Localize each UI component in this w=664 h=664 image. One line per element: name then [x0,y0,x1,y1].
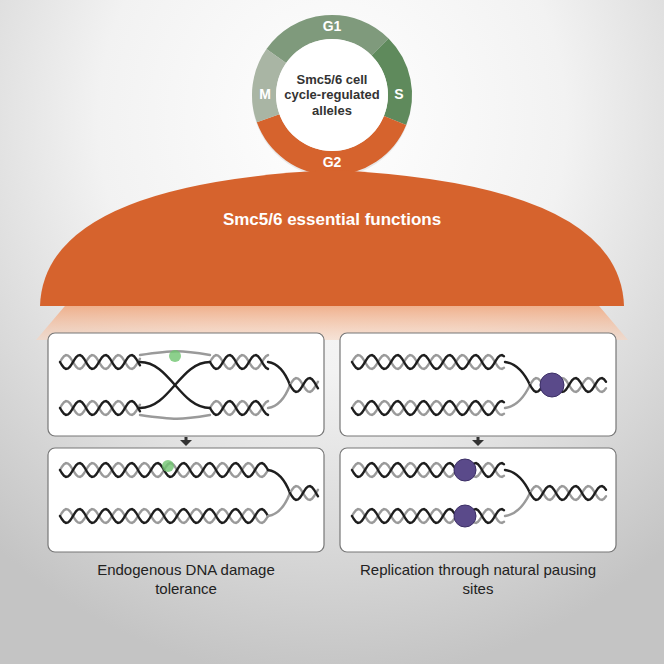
dna-strand [60,355,140,369]
lesion [162,460,174,472]
dna-strand [140,362,210,408]
dna-strand [505,470,530,493]
dna-strand [268,470,290,493]
center-text: Smc5/6 cell cycle-regulated alleles [280,72,384,119]
ring-center [276,39,388,151]
dna-strand [140,362,210,408]
dna-strand [140,415,210,419]
dna-strand [210,401,268,415]
dna-strand [352,355,504,369]
protein [454,373,564,527]
dome-shape [40,170,624,306]
dna-strand [530,486,606,500]
dna-strand [290,486,318,500]
dna-strand [352,509,504,523]
lesion [169,350,181,362]
dna-strand [352,401,504,415]
phase-label: G1 [312,18,352,36]
dna-strand [60,509,268,523]
phase-label: G2 [312,154,352,172]
dna-strand [352,463,504,477]
dna-strand [268,493,290,516]
dna-strand [352,401,504,415]
dna-strand [505,385,530,408]
cell-cycle-ring: Smc5/6 cell cycle-regulated alleles [252,15,412,175]
dna-strand [268,362,290,385]
caption-text: Replication through natural pausing site… [358,561,598,599]
dna [60,351,606,523]
dome-shape [40,166,624,306]
ring-shadow [252,17,412,177]
caption-text: Endogenous DNA damage tolerance [66,561,306,599]
dna-strand [505,493,530,516]
dna-strand [352,463,504,477]
dna-strand [210,355,268,369]
panel [48,333,324,436]
dna-strand [60,355,140,369]
phase-label: M [250,86,280,104]
dna-strand [352,509,504,523]
dna-strand [210,401,268,415]
dna-strand [290,378,318,392]
dna-strand [60,401,140,415]
dna-strand [352,355,504,369]
phase-label: S [384,86,414,104]
dna-strand [60,509,268,523]
dna-strand [530,486,606,500]
dna-strand [505,362,530,385]
function-dome: Smc5/6 essential functions [40,166,624,306]
panel [48,448,324,552]
dna-strand [290,486,318,500]
panel [340,448,616,552]
dome-title: Smc5/6 essential functions [217,210,447,230]
dna-strand [210,355,268,369]
dna-strand [290,378,318,392]
dna-strand [60,401,140,415]
dna-strand [268,385,290,408]
down-arrow [180,437,484,446]
panel [340,333,616,436]
